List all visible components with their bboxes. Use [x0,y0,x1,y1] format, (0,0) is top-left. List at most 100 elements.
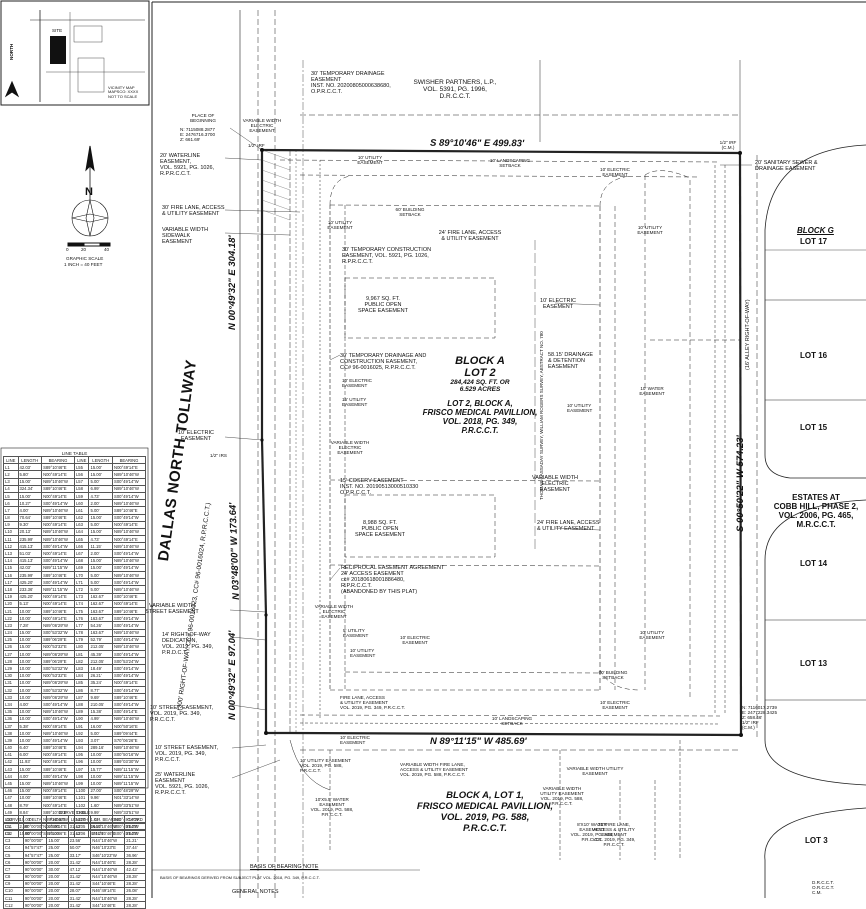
label-line: VARIABLE WIDTH [162,227,209,233]
label-line: EASEMENT [311,77,342,84]
line-table-cell: S00°50'16"W [112,750,146,759]
curve-table-cell: 90°00'00" [22,865,48,874]
label-line: EASEMENT [601,832,627,838]
line-table-cell: L32 [3,685,19,695]
line-table-cell: S00°49'14"W [112,614,146,623]
label-line: CC# 96-0016025, R.P.R.C.C.T. [340,365,416,372]
label-line: EASEMENT [342,402,368,408]
line-table-cell: 27.00' [88,786,114,795]
bearing-west-upper: N 00°49'32" E 304.18' [227,235,238,330]
site-label: SITE [52,28,63,33]
line-table-cell: 6.00' [17,750,43,759]
line-table-cell: N00°49'14"E [41,470,75,479]
line-table-cell: 15.00' [88,563,114,573]
line-table-cell: N89°11'15"W [112,765,146,774]
label-line: EASEMENT [639,635,665,641]
line-table-cell: N00°49'14"E [41,599,75,608]
line-table-cell: L29 [3,664,19,673]
graphic-scale-ratio: 1 INCH = 40 FEET [64,262,103,267]
line-table-cell: S00°53'24"W [112,657,146,666]
line-table-cell: 212.05' [88,642,114,652]
label-line: VOL. 2019, PG. 588, P.R.C.C.T. [400,772,466,778]
label-line: EASEMENT [342,383,368,389]
line-table-cell: L71 [73,578,90,587]
line-table-cell: N00°49'14"E [41,800,75,810]
line-table-cell: N89°10'46"W [41,779,75,788]
curve-table-caption: CURVE TABLE [58,810,91,815]
line-table-cell: N89°11'15"W [41,563,75,573]
curve-table-cell: 20.00' [46,829,69,838]
line-table-cell: S89°10'46"E [41,484,75,493]
line-table-cell: L22 [3,614,19,623]
line-table-cell: N00°49'14"E [41,549,75,558]
line-table-cell: N89°10'46"W [112,499,146,508]
line-table-cell: S00°49'14"W [112,635,146,644]
line-table-cell: S89°10'46"E [112,606,146,616]
line-table-cell: L33 [3,693,19,702]
basis-of-bearing-text: BASIS OF BEARINGS DERIVED FROM SUBJECT P… [160,875,320,880]
label-line: & UTILITY EASEMENT [162,211,220,218]
line-table-cell: S89°06'29"E [41,635,75,644]
label-line: 24' FIRE LANE, ACCESS [438,230,502,236]
line-table-cell: S00°10'46"E [112,592,146,601]
label-line: VOL. 2019, PG. 588, [570,832,614,838]
lot-2-area: 284,424 SQ. FT. OR [450,379,510,386]
line-table-cell: L39 [3,736,19,745]
line-table-cell: 10.00' [17,650,43,659]
curve-table-cell: C7 [3,865,24,874]
line-table-cell: N89°10'46"W [112,556,146,565]
line-table-cell: S89°03'30"W [112,757,146,767]
line-table-cell: S00°49'14"W [112,477,146,486]
line-table-cell: 235.99' [17,535,43,544]
iron-rod-found: 1/2" IRF [248,143,265,148]
line-table-cell: N89°10'46"W [112,585,146,594]
line-table-cell: 8.79' [17,800,43,810]
line-table-cell: L7 [3,506,19,515]
line-table-cell: L46 [3,786,19,795]
line-table-cell: 10.00' [88,772,114,781]
line-table-cell: S00°49'14"W [41,499,75,508]
label-line: VOL. 2019, PG. 588, [540,796,584,802]
label-line: VOL. 5391, PG. 1996, [423,86,487,94]
line-table-cell: 10.00' [17,729,43,738]
line-table-cell: N00°53'32"E [41,642,75,652]
easement-label-street10b: 10' STREET EASEMENT,VOL. 2019, PG. 349,P… [155,745,218,763]
line-table-cell: L42 [3,757,19,767]
label-line: N: 7116017.2739 [742,705,777,710]
line-table-cell: N00°50'16"E [112,721,146,731]
label-line: E: 2476716.3700 [180,132,215,138]
line-table-cell: L9 [3,520,19,529]
line-table-cell: S00°49'14"E [112,707,146,716]
line-table-cell: L55 [73,463,90,472]
estates-line: M.R.C.C.T. [796,520,836,529]
label-line: VARIABLE WIDTH [314,604,354,609]
line-table-cell: S89°10'46"E [41,765,75,774]
line-table-cell: S89°10'46"E [41,743,75,752]
curve-table-header-cell: DELTA [22,814,48,824]
line-table-cell: 289.16' [88,743,114,752]
label-line: 10' ELECTRIC [400,635,430,640]
line-table-cell: L99 [73,779,90,788]
line-table-cell: L96 [73,757,90,767]
curve-table-cell: 90°00'00" [22,829,48,838]
line-table-cell: 26.21' [88,671,114,680]
curve-table-cell: 31.42' [67,894,92,903]
line-table-cell: L69 [73,563,90,573]
curve-table-cell: 94°57'47" [22,843,48,852]
iron-rod-set: 1/2" IRS [210,453,227,458]
line-table-cell: N00°49'14"E [41,592,75,601]
line-table-cell: S00°49'14"W [112,664,146,673]
